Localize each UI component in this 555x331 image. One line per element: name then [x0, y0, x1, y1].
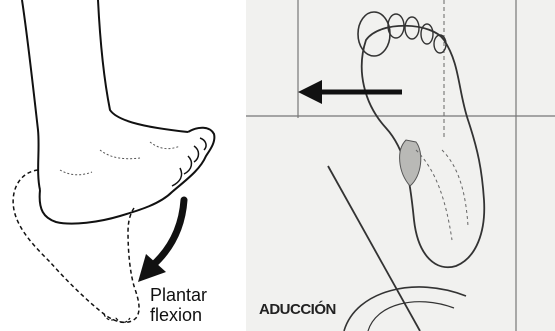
goniometer-arm [328, 166, 420, 331]
toe-3 [405, 17, 419, 39]
leg-outline [22, 0, 40, 190]
adduction-label: ADUCCIÓN [259, 301, 336, 318]
plantar-flexion-panel: Plantar flexion [0, 0, 243, 331]
flexed-foot-dashed [13, 170, 139, 322]
flexion-arrow [152, 200, 184, 266]
plantar-flexion-illustration [0, 0, 243, 331]
footprint-outline [362, 26, 485, 267]
adduction-illustration [246, 0, 555, 331]
ankle-detail [60, 142, 180, 175]
goniometer-arc [344, 287, 466, 331]
toe-lines [172, 138, 206, 186]
leg-back-outline [98, 0, 188, 132]
toe-4 [421, 24, 433, 44]
plantar-flexion-label: Plantar flexion [150, 285, 207, 325]
foot-inner-lines [416, 150, 468, 240]
big-toe [358, 12, 390, 56]
foot-outline [40, 128, 215, 224]
plantar-label-line2: flexion [150, 305, 207, 325]
adduction-panel [246, 0, 555, 331]
plantar-label-line1: Plantar [150, 285, 207, 305]
adduction-arrowhead [298, 80, 322, 104]
arch-shading [400, 140, 421, 186]
